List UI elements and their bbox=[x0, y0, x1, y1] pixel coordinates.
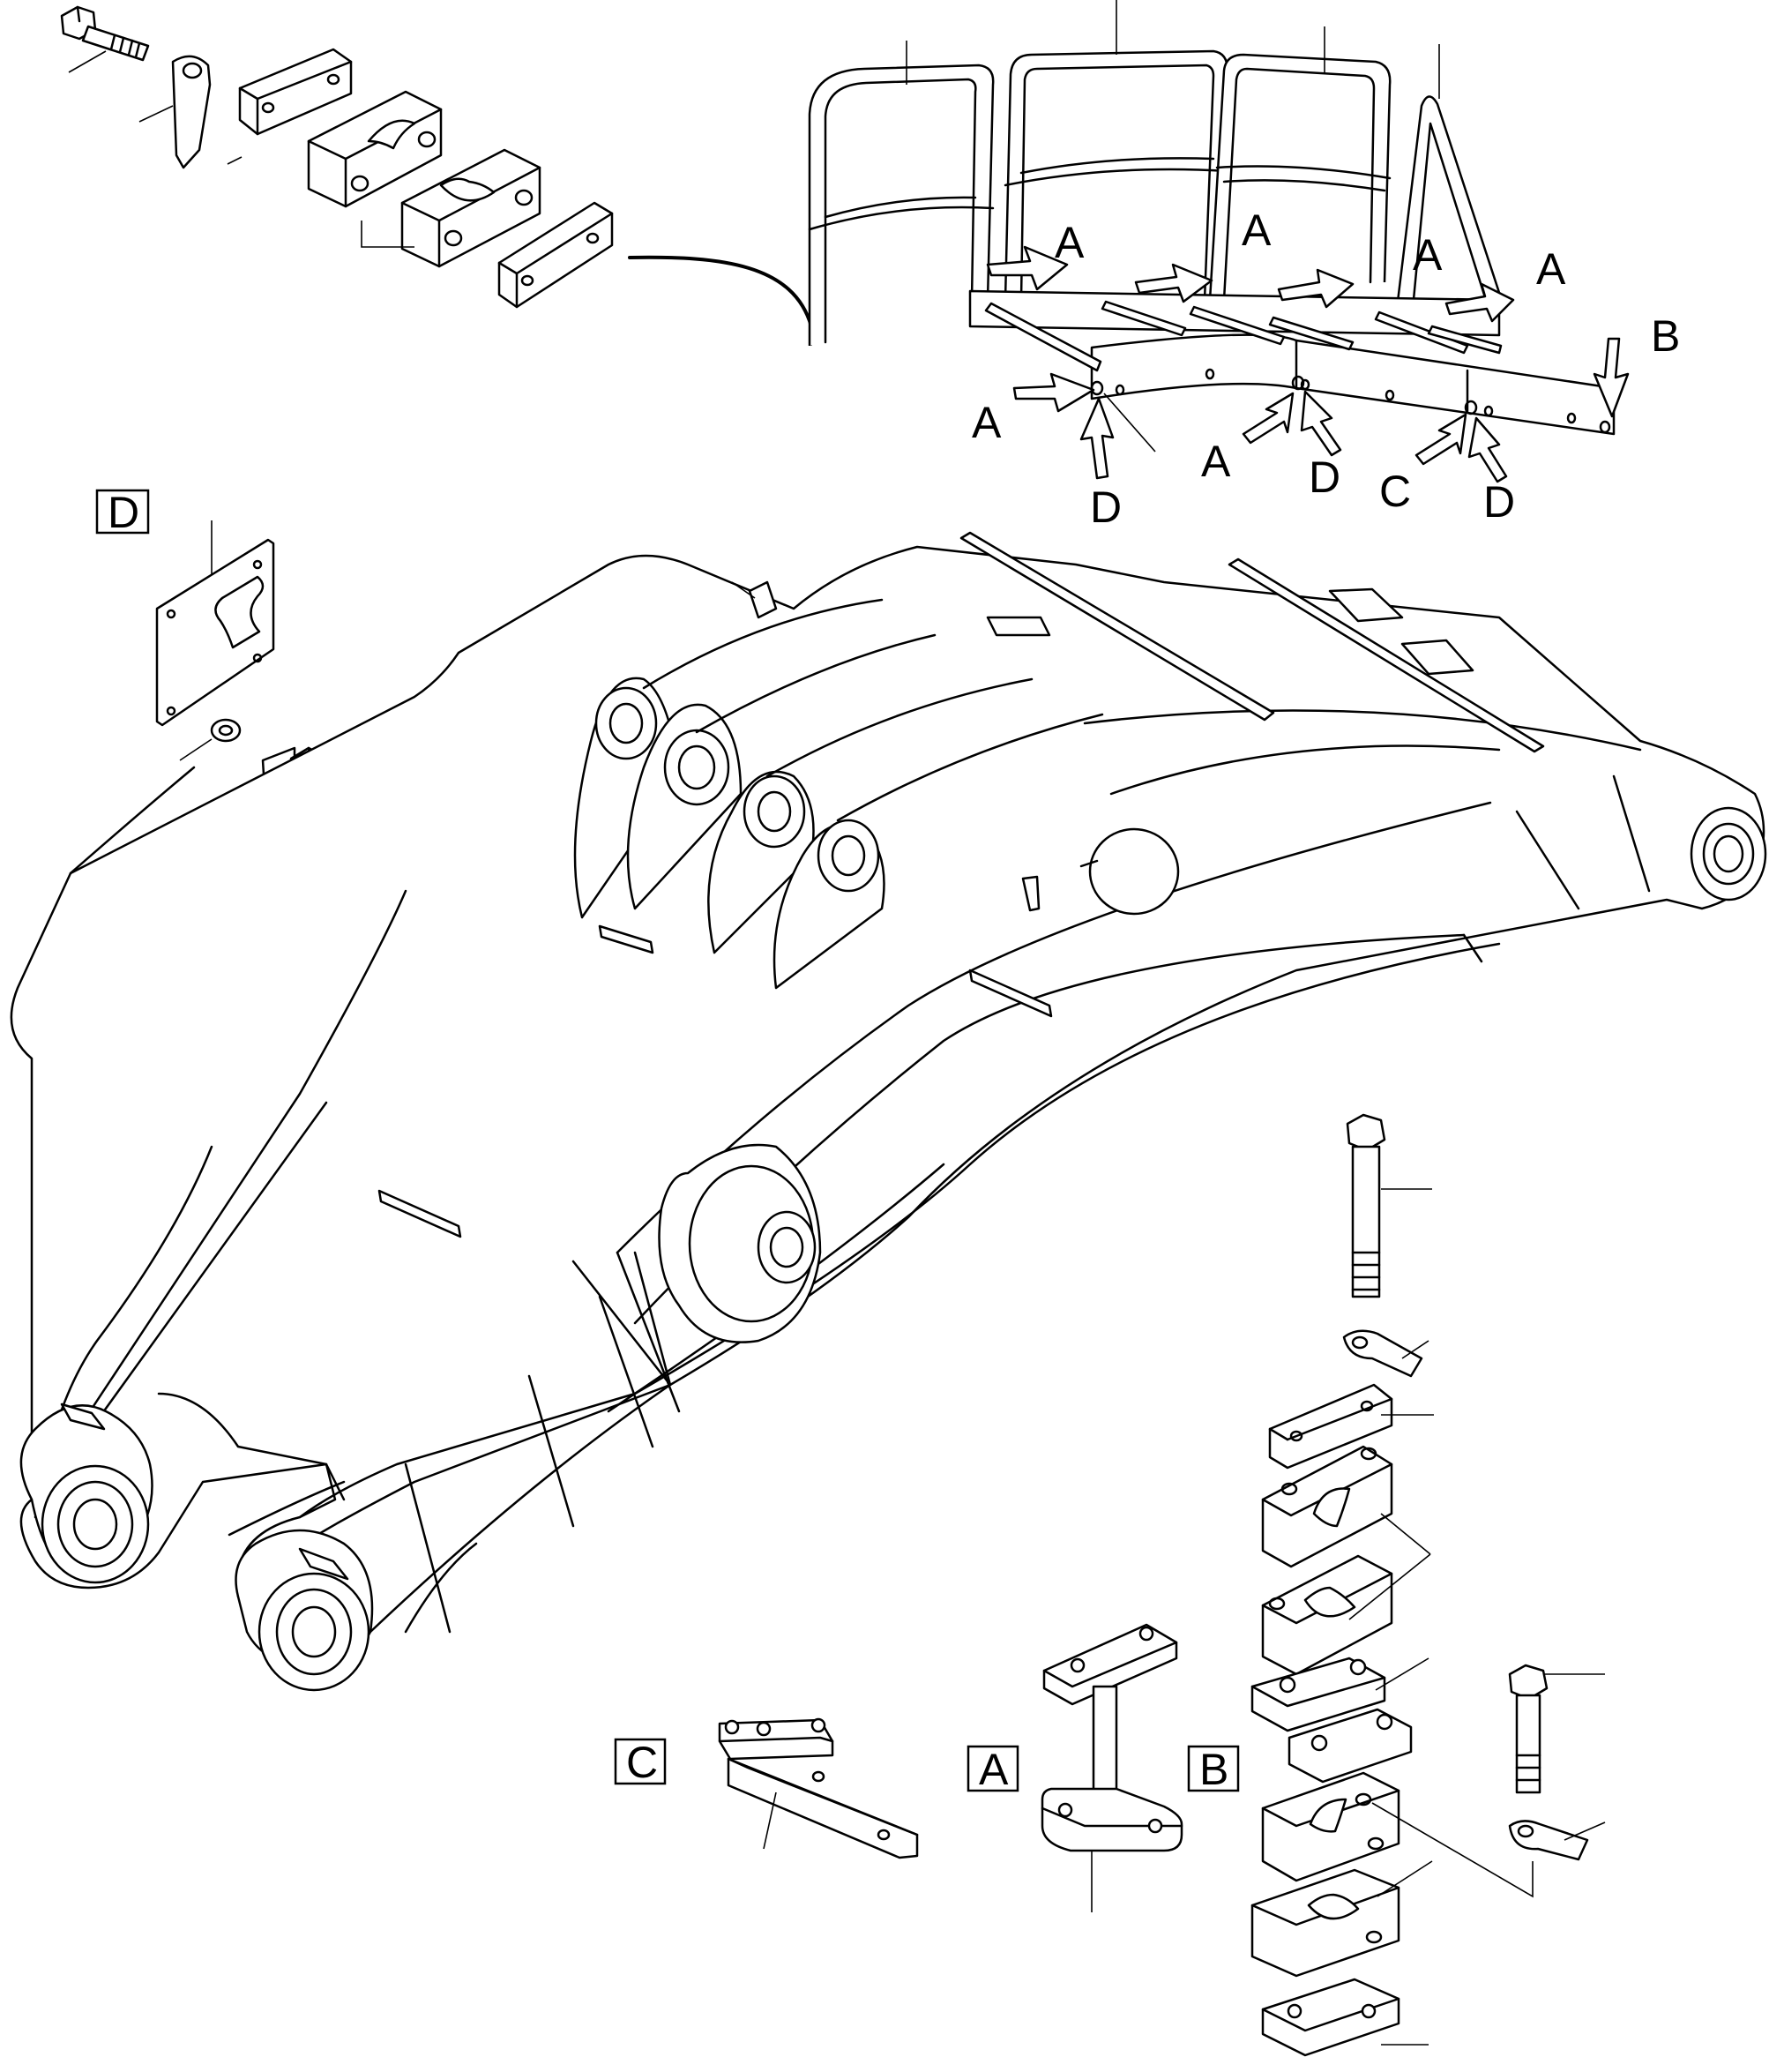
pipe-rail-2 bbox=[1228, 557, 1545, 753]
callout-label-a6: A bbox=[1201, 437, 1231, 486]
callout-label-d3: D bbox=[1483, 477, 1515, 527]
callout-label-c1: C bbox=[1379, 467, 1411, 516]
bolt-b bbox=[1508, 1664, 1605, 1794]
boom bbox=[10, 531, 1767, 1692]
callout-label-d2: D bbox=[1309, 453, 1340, 502]
long-bolt bbox=[1346, 1113, 1386, 1298]
pipe-clamp-2 bbox=[1400, 639, 1474, 676]
washer bbox=[210, 718, 242, 743]
pipe-rail-1 bbox=[959, 531, 1275, 722]
plate-b2 bbox=[1250, 1657, 1429, 1784]
boom-foot-left bbox=[19, 1392, 346, 1584]
callout-arrows bbox=[986, 245, 1630, 483]
kit-b-label: B bbox=[1199, 1745, 1228, 1794]
kit-c-label-box bbox=[614, 1738, 667, 1785]
kit-b-stack bbox=[1250, 1113, 1606, 2057]
kit-d-label-box bbox=[95, 489, 150, 535]
kit-a-label-box bbox=[967, 1745, 1019, 1792]
lug-washer bbox=[138, 55, 212, 169]
clamp-half-b3 bbox=[1261, 1771, 1400, 1882]
kit-b: B bbox=[1187, 1745, 1240, 1794]
callout-label-a5: A bbox=[972, 398, 1002, 447]
clamp-half-b2 bbox=[1261, 1554, 1393, 1676]
kit-c-label: C bbox=[626, 1738, 658, 1787]
kit-c: C bbox=[614, 1717, 919, 1859]
shim-plate bbox=[155, 538, 275, 727]
boom-body bbox=[10, 545, 1765, 1645]
clamp-half-b1 bbox=[1261, 1445, 1393, 1568]
walkway-edge-plate bbox=[1090, 333, 1616, 436]
lug-washer-b bbox=[1342, 1329, 1423, 1378]
callout-label-a4: A bbox=[1536, 244, 1566, 294]
plate-b3 bbox=[1261, 1978, 1429, 2057]
kit-a-label: A bbox=[979, 1745, 1009, 1794]
boom-foot-right bbox=[235, 1529, 374, 1692]
support-base-plate bbox=[1041, 1787, 1183, 1852]
kit-d: D bbox=[95, 488, 330, 797]
pipe-clamp-1 bbox=[1328, 587, 1404, 623]
kit-b-label-box bbox=[1187, 1745, 1240, 1792]
handrail-frame-3 bbox=[1208, 53, 1392, 301]
lug-washer-b2 bbox=[1508, 1820, 1589, 1861]
hose-connector bbox=[628, 255, 813, 328]
handrail-frame-4 bbox=[1395, 95, 1506, 310]
kit-d-label: D bbox=[108, 488, 139, 537]
callout-label-a3: A bbox=[1413, 230, 1443, 280]
stopper-lug bbox=[748, 580, 778, 619]
clamp-half-b4 bbox=[1250, 1868, 1400, 1978]
handrail-assembly: A A A A B A A D D C D bbox=[808, 0, 1680, 532]
clamp-half-lower bbox=[361, 148, 541, 268]
clamp-half-upper bbox=[307, 90, 443, 208]
kit-a: A bbox=[967, 1623, 1183, 1912]
callout-label-d1: D bbox=[1090, 482, 1122, 532]
boom-right-boss bbox=[1690, 806, 1767, 901]
cover-plate bbox=[1021, 827, 1180, 916]
clamp-plate-top bbox=[227, 48, 353, 165]
handrail-frame-1 bbox=[808, 64, 995, 346]
bolt bbox=[60, 5, 150, 73]
hose-brackets bbox=[573, 598, 1104, 990]
callout-label-a1: A bbox=[1055, 218, 1085, 267]
clamp-kit-top-left bbox=[60, 5, 813, 347]
clamp-plate-bottom bbox=[497, 201, 614, 309]
callout-label-b1: B bbox=[1651, 311, 1680, 361]
callout-label-a2: A bbox=[1242, 206, 1272, 255]
cylinder-mount bbox=[658, 1143, 822, 1343]
